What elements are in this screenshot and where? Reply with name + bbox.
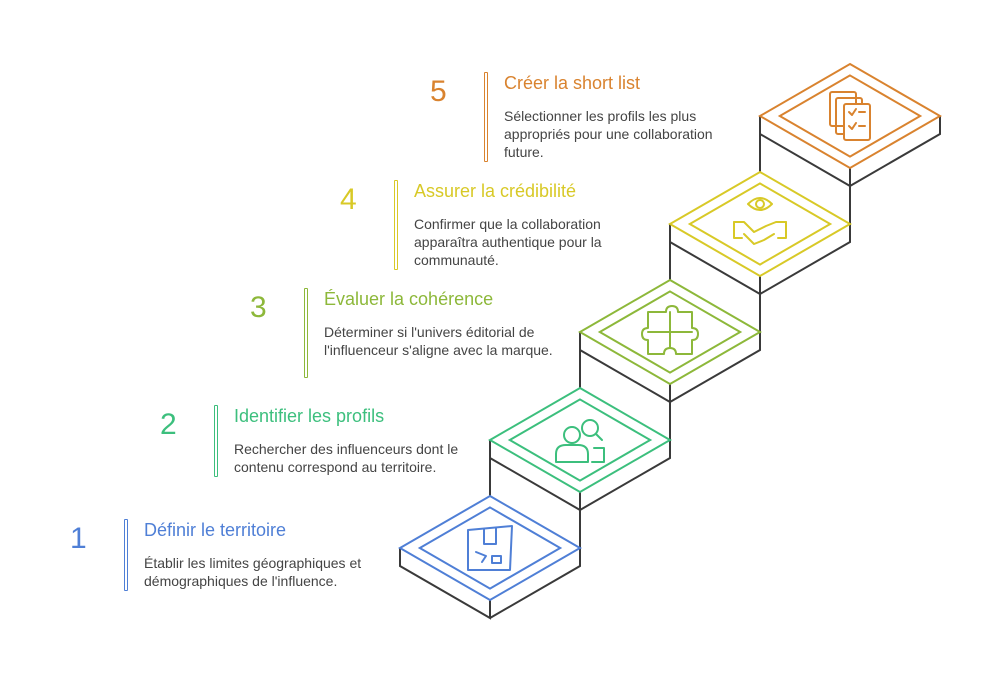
step-number: 4 — [340, 183, 357, 216]
step-platform-4 — [668, 170, 852, 278]
step-accent-bar — [304, 288, 308, 378]
step-description: Sélectionner les profils les plus approp… — [504, 108, 713, 160]
step-side-left — [759, 116, 851, 188]
step-number: 1 — [70, 522, 87, 555]
step-description: Rechercher des influenceurs dont le cont… — [234, 441, 459, 475]
user-search-icon — [555, 419, 605, 463]
step-platform-1 — [398, 494, 582, 602]
step-number: 3 — [250, 291, 267, 324]
step-side-left — [579, 332, 671, 404]
step-side-left — [399, 548, 491, 620]
step-platform-5 — [758, 62, 942, 170]
step-side-left — [489, 440, 581, 512]
step-accent-bar — [124, 519, 128, 591]
step-number: 5 — [430, 75, 447, 108]
handshake-eye-icon — [733, 197, 787, 245]
step-title: Identifier les profils — [234, 406, 385, 426]
staircase-platforms — [398, 62, 942, 602]
step-description: Déterminer si l'univers éditorial de l'i… — [324, 324, 553, 358]
step-accent-bar — [394, 180, 398, 270]
map-icon — [467, 525, 513, 571]
step-title: Évaluer la cohérence — [324, 289, 494, 309]
step-accent-bar — [484, 72, 488, 162]
puzzle-icon — [641, 305, 699, 355]
step-title: Assurer la crédibilité — [414, 181, 577, 201]
step-description: Établir les limites géographiques et dém… — [144, 555, 362, 589]
step-side-right — [849, 116, 941, 187]
step-title: Créer la short list — [504, 73, 641, 93]
step-description: Confirmer que la collaboration apparaîtr… — [414, 216, 602, 268]
step-accent-bar — [214, 405, 218, 477]
step-title: Définir le territoire — [144, 520, 287, 540]
step-platform-2 — [488, 386, 672, 494]
step-platform-3 — [578, 278, 762, 386]
step-side-left — [669, 224, 761, 296]
checklist-icon — [829, 91, 871, 141]
step-number: 2 — [160, 408, 177, 441]
